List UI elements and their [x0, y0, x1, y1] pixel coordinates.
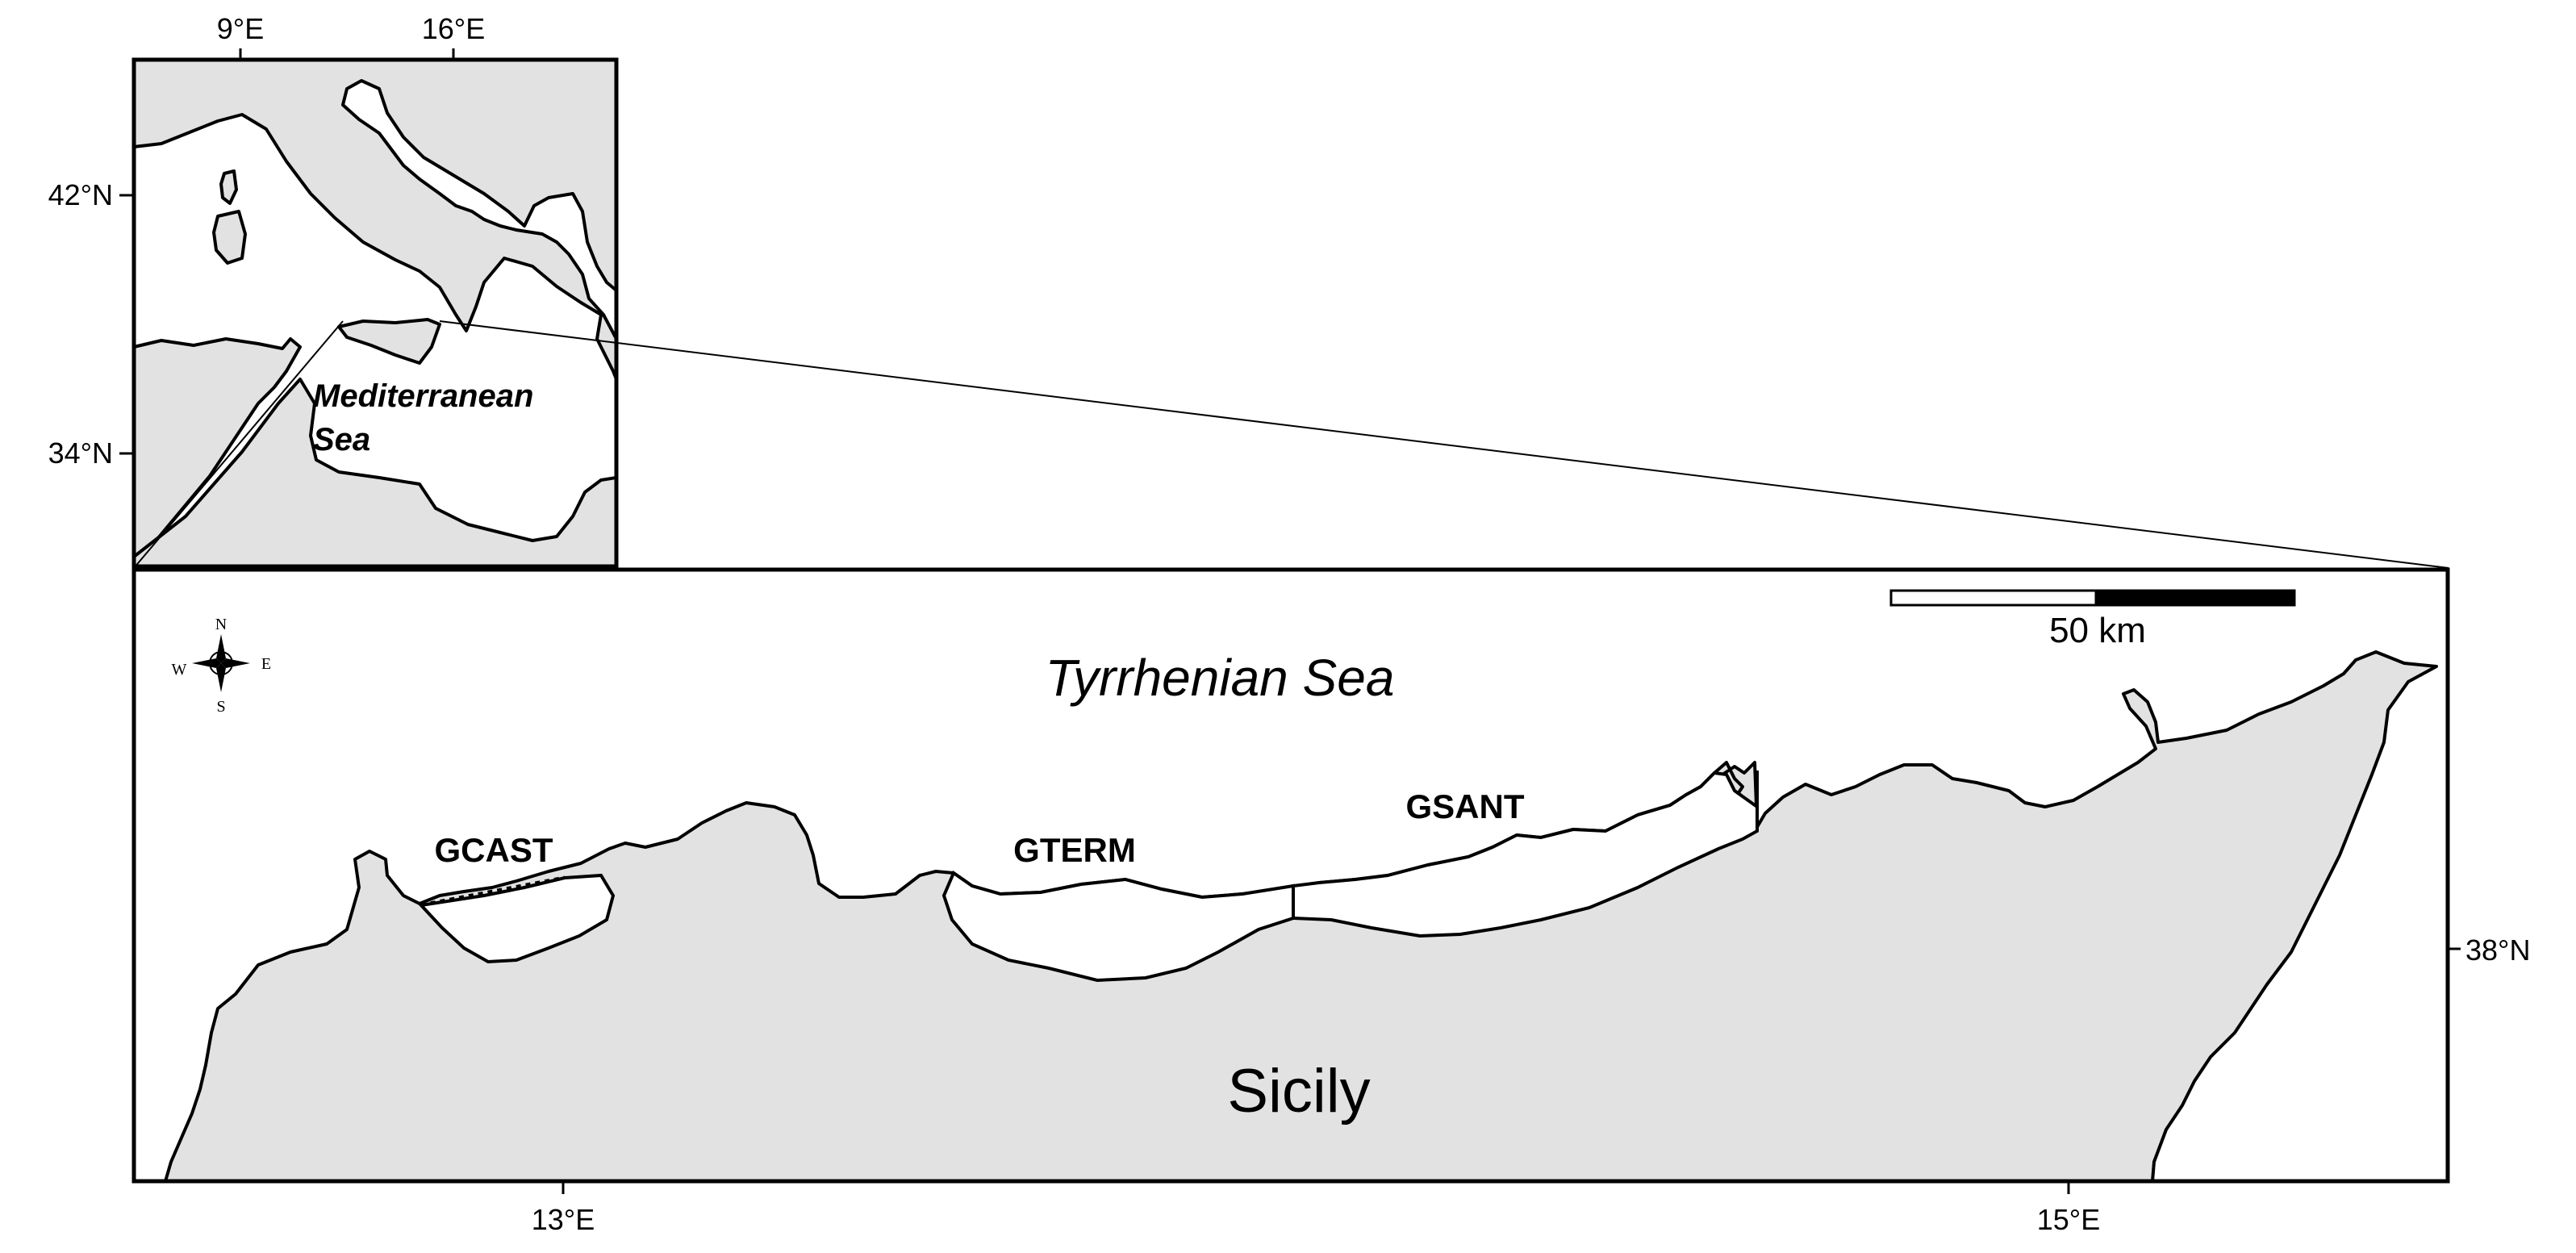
inset-lon-label-16e: 16°E: [422, 12, 485, 45]
compass-s-label: S: [216, 698, 225, 716]
compass-south-arrow: [216, 663, 226, 692]
inset-sea-label-line1: Mediterranean: [313, 378, 533, 414]
scale-bar: 50 km: [1889, 589, 2296, 650]
zoom-guide-left: [133, 320, 344, 569]
gulf-label-gsant: GSANT: [1406, 787, 1525, 825]
compass-east-arrow: [221, 658, 250, 668]
main-lon-label-13e: 13°E: [532, 1203, 595, 1236]
compass-west-arrow: [192, 658, 221, 668]
scale-bar-black-segment: [2094, 589, 2296, 607]
compass-e-label: E: [261, 655, 271, 673]
inset-italy-land: [132, 58, 618, 381]
inset-lon-label-9e: 9°E: [217, 12, 264, 45]
gsant-bay: [1292, 771, 1759, 938]
inset-frame: [132, 57, 619, 569]
zoom-guide-right: [439, 320, 2449, 569]
inset-lat-label-34n: 34°N: [48, 436, 113, 470]
main-lat-label-38n: 38°N: [2465, 933, 2530, 967]
gulf-label-gterm: GTERM: [1013, 831, 1136, 869]
inset-lat-label-42n: 42°N: [48, 178, 113, 211]
inset-sicily: [337, 318, 441, 365]
compass-n-label: N: [215, 616, 227, 633]
gulf-label-gcast: GCAST: [435, 831, 553, 869]
main-map: 13°E 15°E 38°N Tyrrhenian Sea Sicily GCA…: [132, 567, 2530, 1236]
sicily-label: Sicily: [1227, 1057, 1370, 1126]
gcast-bay: [417, 873, 616, 964]
inset-libya-egypt-land: [132, 378, 618, 568]
inset-map: 9°E 16°E 42°N 34°N Mediterranean Sea: [48, 12, 619, 569]
compass-rose: N S E W: [172, 616, 272, 716]
scale-bar-white-segment: [1889, 589, 2098, 607]
compass-north-arrow: [216, 634, 226, 663]
gterm-bay: [941, 870, 1295, 983]
tyrrhenian-sea-label: Tyrrhenian Sea: [1046, 649, 1395, 707]
inset-africa-land: [132, 337, 302, 568]
main-frame: [132, 567, 2450, 1184]
compass-w-label: W: [172, 661, 187, 679]
inset-sea-label-line2: Sea: [313, 422, 370, 457]
inset-sardinia: [212, 210, 247, 265]
inset-corsica: [219, 169, 238, 205]
main-lon-label-15e: 15°E: [2037, 1203, 2100, 1236]
scale-bar-label: 50 km: [2049, 611, 2146, 650]
